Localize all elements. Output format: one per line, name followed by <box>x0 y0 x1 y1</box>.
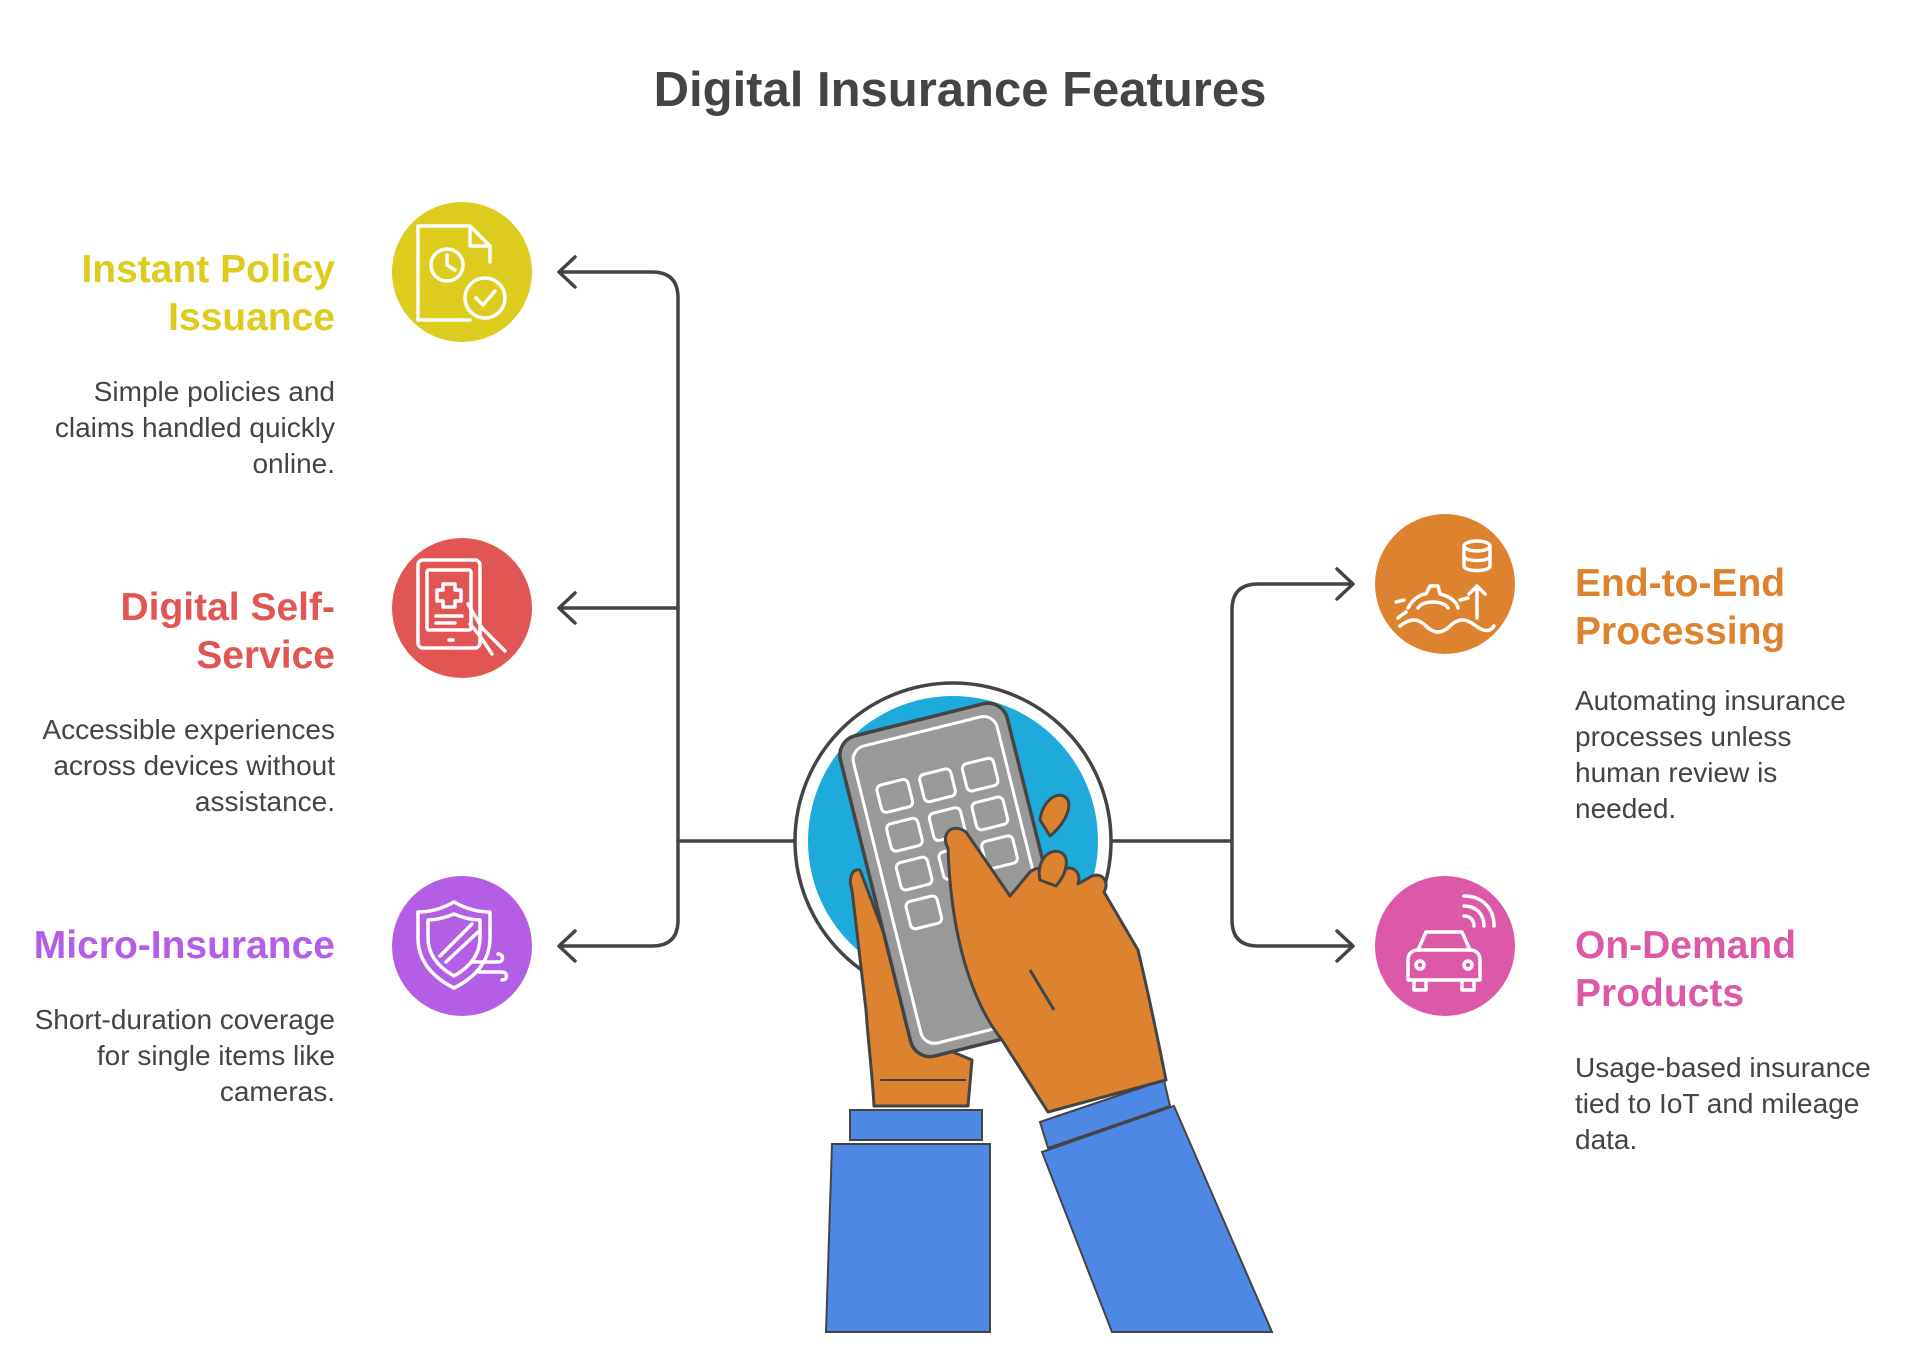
self-service-icon-circle <box>392 538 532 678</box>
document-clock-check-icon <box>416 224 507 322</box>
on-demand-icon-circle <box>1375 876 1515 1016</box>
right-sleeve <box>1038 1078 1274 1333</box>
on-demand-title-line1: On-Demand <box>1575 924 1797 967</box>
instant-policy-title-line2: Issuance <box>168 296 335 339</box>
right-hand <box>943 826 1168 1114</box>
end-to-end-title-line2: Processing <box>1575 610 1786 653</box>
self-service-title-line1: Digital Self- <box>120 586 335 629</box>
self-service-desc-line2: across devices without <box>53 750 335 781</box>
self-service-desc-line1: Accessible experiences <box>42 714 335 745</box>
arrow-to-self-service <box>557 591 577 625</box>
arrow-to-on-demand <box>1335 929 1355 963</box>
end-to-end-desc-line4: needed. <box>1575 793 1677 824</box>
right-trunk-line <box>1230 582 1354 948</box>
instant-policy-description: Simple policies and claims handled quick… <box>0 374 335 482</box>
arrow-to-instant-policy <box>557 255 577 289</box>
self-service-desc-line3: assistance. <box>194 786 335 817</box>
instant-policy-desc-line2: claims handled quickly <box>54 412 335 443</box>
right-connectors <box>1110 567 1355 963</box>
left-sleeve <box>824 1109 991 1333</box>
right-hand-cuff-line <box>1028 969 1056 1011</box>
instant-policy-desc-line1: Simple policies and <box>93 376 335 407</box>
self-service-title: Digital Self- Service <box>0 584 335 680</box>
instant-policy-title-line1: Instant Policy <box>81 248 335 291</box>
micro-insurance-title-line1: Micro-Insurance <box>33 924 335 967</box>
end-to-end-title-line1: End-to-End <box>1575 562 1786 605</box>
end-to-end-title: End-to-End Processing <box>1575 560 1920 656</box>
left-trunk-line <box>558 270 680 948</box>
end-to-end-desc-line2: processes unless <box>1575 721 1792 752</box>
end-to-end-description: Automating insurance processes unless hu… <box>1575 683 1920 827</box>
shield-wind-icon <box>416 900 509 990</box>
left-hand-fingertip <box>1038 793 1071 838</box>
on-demand-desc-line3: data. <box>1575 1124 1638 1155</box>
self-service-title-line2: Service <box>196 634 335 677</box>
micro-insurance-desc-line3: cameras. <box>219 1076 335 1107</box>
connected-car-icon <box>1406 894 1496 992</box>
database-gear-arrow-icon <box>1394 539 1496 634</box>
instant-policy-desc-line3: online. <box>252 448 335 479</box>
on-demand-description: Usage-based insurance tied to IoT and mi… <box>1575 1050 1920 1158</box>
on-demand-title-line2: Products <box>1575 972 1745 1015</box>
instant-policy-icon-circle <box>392 202 532 342</box>
hub-illustration <box>793 681 1274 1333</box>
end-to-end-desc-line3: human review is <box>1575 757 1778 788</box>
micro-insurance-title: Micro-Insurance <box>0 922 335 970</box>
end-to-end-icon-circle <box>1375 514 1515 654</box>
right-hand-finger <box>1037 849 1068 888</box>
page-title: Digital Insurance Features <box>653 63 1267 117</box>
on-demand-title: On-Demand Products <box>1575 922 1920 1018</box>
self-service-description: Accessible experiences across devices wi… <box>0 712 335 820</box>
instant-policy-title: Instant Policy Issuance <box>0 246 335 342</box>
micro-insurance-icon-circle <box>392 876 532 1016</box>
end-to-end-desc-line1: Automating insurance <box>1575 685 1846 716</box>
on-demand-desc-line2: tied to IoT and mileage <box>1575 1088 1860 1119</box>
on-demand-desc-line1: Usage-based insurance <box>1575 1052 1871 1083</box>
tablet-medical-hand-icon <box>416 558 507 656</box>
left-connectors <box>557 255 797 963</box>
micro-insurance-description: Short-duration coverage for single items… <box>0 1002 335 1110</box>
micro-insurance-desc-line2: for single items like <box>96 1040 335 1071</box>
arrow-to-end-to-end <box>1335 567 1355 601</box>
micro-insurance-desc-line1: Short-duration coverage <box>34 1004 335 1035</box>
arrow-to-micro-insurance <box>557 929 577 963</box>
